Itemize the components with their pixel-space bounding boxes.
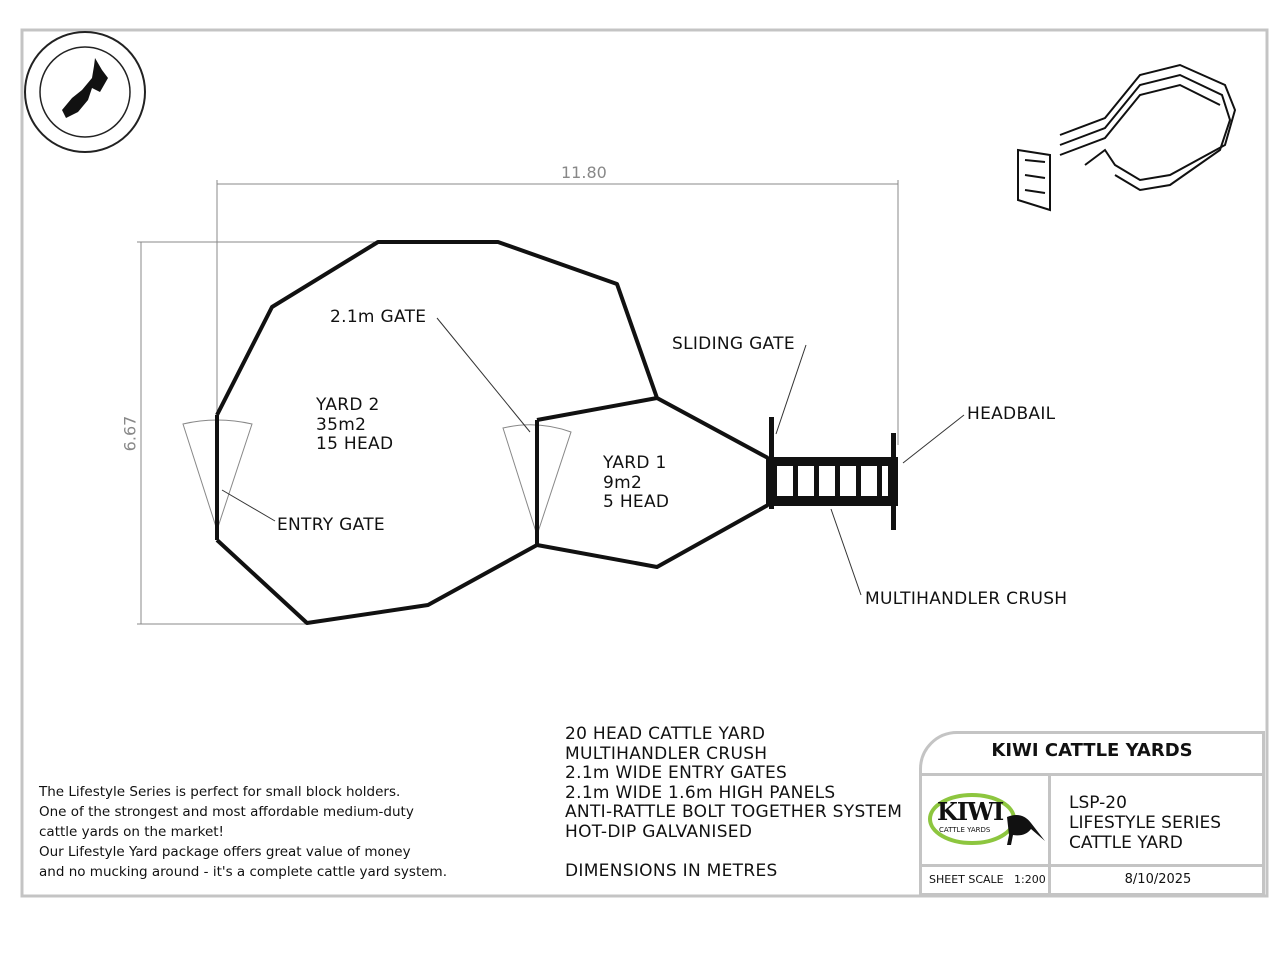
nz-stamp bbox=[24, 31, 146, 153]
isometric-preview bbox=[1017, 63, 1237, 212]
crush-drawing bbox=[766, 417, 898, 530]
scale-label: SHEET SCALE bbox=[929, 873, 1004, 886]
description-line: One of the strongest and most affordable… bbox=[39, 804, 414, 820]
spec-item: 20 HEAD CATTLE YARD bbox=[565, 724, 766, 744]
width-dimension: 11.80 bbox=[561, 163, 607, 182]
description-line: Our Lifestyle Yard package offers great … bbox=[39, 844, 411, 860]
gate-label: 2.1m GATE bbox=[330, 307, 427, 327]
crush-label: MULTIHANDLER CRUSH bbox=[865, 589, 1068, 609]
kiwi-bird-icon bbox=[1007, 815, 1045, 845]
drawing-date: 8/10/2025 bbox=[1124, 872, 1192, 887]
units-note: DIMENSIONS IN METRES bbox=[565, 861, 778, 881]
spec-item: 2.1m WIDE 1.6m HIGH PANELS bbox=[565, 782, 836, 803]
kiwi-logo: KIWI CATTLE YARDS bbox=[927, 789, 1045, 851]
spec-item: HOT-DIP GALVANISED bbox=[565, 821, 753, 842]
spec-item: MULTIHANDLER CRUSH bbox=[565, 743, 768, 764]
description-line: The Lifestyle Series is perfect for smal… bbox=[39, 784, 401, 800]
yard2-label: YARD 2 35m2 15 HEAD bbox=[316, 395, 394, 455]
logo-subtext: CATTLE YARDS bbox=[939, 826, 991, 834]
yard1-label: YARD 1 9m2 5 HEAD bbox=[603, 453, 670, 513]
spec-item: ANTI-RATTLE BOLT TOGETHER SYSTEM bbox=[565, 802, 903, 823]
spec-item: 2.1m WIDE ENTRY GATES bbox=[565, 763, 788, 784]
height-dimension: 6.67 bbox=[120, 415, 140, 452]
logo-text: KIWI bbox=[937, 797, 1004, 826]
yard1-capacity: 5 HEAD bbox=[603, 492, 670, 512]
entry-gate-label: ENTRY GATE bbox=[277, 515, 385, 535]
product-series: LIFESTYLE SERIES bbox=[1069, 813, 1222, 833]
yard1-area: 9m2 bbox=[603, 472, 643, 493]
description-line: and no mucking around - it's a complete … bbox=[39, 864, 447, 880]
dimension-lines bbox=[137, 180, 899, 625]
product-code: LSP-20 bbox=[1069, 793, 1127, 813]
yard2-area: 35m2 bbox=[316, 414, 367, 435]
yard2-capacity: 15 HEAD bbox=[316, 434, 394, 454]
title-block: KIWI CATTLE YARDS KIWI CATTLE YARDS LSP-… bbox=[919, 731, 1265, 896]
leader-lines bbox=[221, 317, 965, 596]
nz-map-icon bbox=[62, 58, 108, 118]
product-title: LSP-20 LIFESTYLE SERIES CATTLE YARD bbox=[1069, 793, 1221, 853]
product-type: CATTLE YARD bbox=[1069, 833, 1183, 853]
yard2-name: YARD 2 bbox=[316, 395, 380, 415]
yard1-name: YARD 1 bbox=[603, 453, 667, 473]
sheet-border bbox=[20, 28, 1269, 898]
sliding-gate-label: SLIDING GATE bbox=[672, 334, 795, 354]
yard-panels bbox=[215, 240, 769, 625]
scale-value: 1:200 bbox=[1014, 873, 1046, 886]
description-line: cattle yards on the market! bbox=[39, 824, 224, 840]
spec-list: 20 HEAD CATTLE YARD MULTIHANDLER CRUSH 2… bbox=[565, 724, 903, 843]
description: The Lifestyle Series is perfect for smal… bbox=[39, 782, 447, 882]
headbail-label: HEADBAIL bbox=[967, 404, 1056, 424]
company-name: KIWI CATTLE YARDS bbox=[991, 740, 1193, 761]
